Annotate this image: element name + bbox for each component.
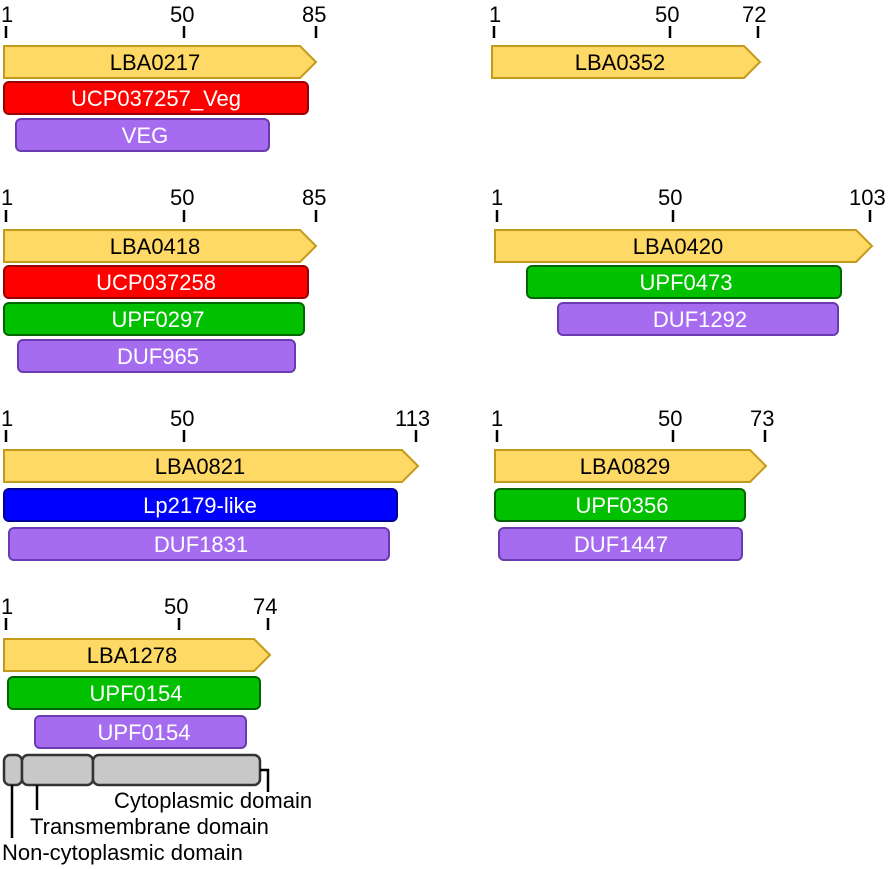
tick-label-end: 73: [750, 406, 774, 431]
panel-lba0829: 1 50 73 LBA0829 UPF0356 DUF1447: [491, 406, 774, 561]
scale-ruler: [4, 26, 318, 38]
protein-name: LBA0352: [575, 50, 666, 75]
feature-duf-bar: [557, 302, 839, 336]
panel-lba0352: 1 50 72 LBA0352: [489, 2, 766, 79]
feature-upf-label: UPF0297: [112, 307, 205, 332]
protein-arrow: [3, 638, 272, 672]
feature-duf-label: DUF965: [117, 344, 199, 369]
panel-lba0217: 1 50 85 LBA0217 UCP037257_Veg VEG: [1, 2, 326, 152]
tick-label-end: 85: [302, 185, 326, 210]
panel-lba1278: 1 50 74 LBA1278 UPF0154 UPF0154 Cytoplas…: [1, 594, 312, 865]
tick-label-end: 74: [253, 594, 277, 619]
feature-upf-bar: [526, 265, 842, 299]
feature-ucp-bar: [3, 81, 309, 115]
feature-upf-label: UPF0154: [90, 681, 183, 706]
feature-ucp-label: UCP037258: [96, 270, 216, 295]
feature-duf-bar: [34, 715, 247, 749]
protein-arrow: [494, 449, 768, 483]
feature-duf-label: UPF0154: [98, 720, 191, 745]
transmembrane-domain-label: Transmembrane domain: [30, 814, 269, 839]
transmembrane-segment: [20, 753, 95, 787]
tick-label-end: 85: [302, 2, 326, 27]
protein-arrow: [3, 45, 318, 79]
tick-label-end: 103: [849, 185, 886, 210]
protein-arrow: [3, 229, 318, 263]
protein-name: LBA0217: [110, 50, 201, 75]
protein-name: LBA1278: [87, 643, 178, 668]
tick-label-start: 1: [1, 185, 13, 210]
tick-label-start: 1: [1, 594, 13, 619]
feature-lp-bar: [3, 488, 398, 522]
protein-name: LBA0420: [633, 234, 724, 259]
feature-upf-label: UPF0356: [576, 493, 669, 518]
tick-label-mid: 50: [170, 406, 194, 431]
tick-label-end: 72: [742, 2, 766, 27]
tick-label-mid: 50: [164, 594, 188, 619]
tick-label-mid: 50: [170, 185, 194, 210]
tick-label-mid: 50: [655, 2, 679, 27]
feature-ucp-label: UCP037257_Veg: [71, 86, 241, 111]
tick-label-mid: 50: [658, 185, 682, 210]
protein-arrow: [494, 229, 874, 263]
panel-lba0418: 1 50 85 LBA0418 UCP037258 UPF0297 DUF965: [1, 185, 326, 373]
feature-duf-bar: [17, 339, 296, 373]
protein-name: LBA0829: [580, 454, 671, 479]
feature-duf-label: DUF1447: [574, 532, 668, 557]
topology-leader-lines: [10, 768, 270, 838]
scale-ruler: [4, 430, 418, 442]
protein-name: LBA0418: [110, 234, 201, 259]
feature-duf-label: DUF1831: [154, 532, 248, 557]
scale-ruler: [492, 26, 760, 38]
feature-duf-bar: [15, 118, 270, 152]
feature-upf-bar: [3, 302, 305, 336]
scale-ruler: [495, 430, 767, 442]
feature-duf-label: DUF1292: [653, 307, 747, 332]
protein-arrow: [3, 449, 420, 483]
feature-duf-label: VEG: [122, 123, 168, 148]
feature-upf-bar: [7, 676, 261, 710]
feature-ucp-bar: [3, 265, 309, 299]
tick-label-end: 113: [395, 406, 430, 431]
protein-arrow: [491, 45, 762, 79]
scale-ruler: [495, 210, 872, 222]
cytoplasmic-leader: [260, 768, 270, 792]
tick-label-mid: 50: [170, 2, 194, 27]
tick-label-start: 1: [489, 2, 501, 27]
tick-label-mid: 50: [658, 406, 682, 431]
non-cytoplasmic-domain-label: Non-cytoplasmic domain: [2, 840, 243, 865]
topology-track: Cytoplasmic domain Transmembrane domain …: [2, 753, 312, 865]
protein-name: LBA0821: [155, 454, 246, 479]
cytoplasmic-domain-label: Cytoplasmic domain: [114, 788, 312, 813]
panel-lba0420: 1 50 103 LBA0420 UPF0473 DUF1292: [491, 185, 886, 336]
scale-ruler: [4, 210, 318, 222]
tick-label-start: 1: [1, 406, 13, 431]
tick-label-start: 1: [491, 406, 503, 431]
cytoplasmic-segment: [91, 753, 262, 787]
feature-lp-label: Lp2179-like: [143, 493, 257, 518]
tick-label-start: 1: [1, 2, 13, 27]
feature-upf-label: UPF0473: [640, 270, 733, 295]
tick-label-start: 1: [491, 185, 503, 210]
scale-ruler: [4, 618, 270, 630]
feature-duf-bar: [8, 527, 390, 561]
feature-duf-bar: [498, 527, 743, 561]
panel-lba0821: 1 50 113 LBA0821 Lp2179-like DUF1831: [1, 406, 430, 561]
feature-upf-bar: [494, 488, 746, 522]
non-cytoplasmic-segment: [2, 753, 24, 787]
